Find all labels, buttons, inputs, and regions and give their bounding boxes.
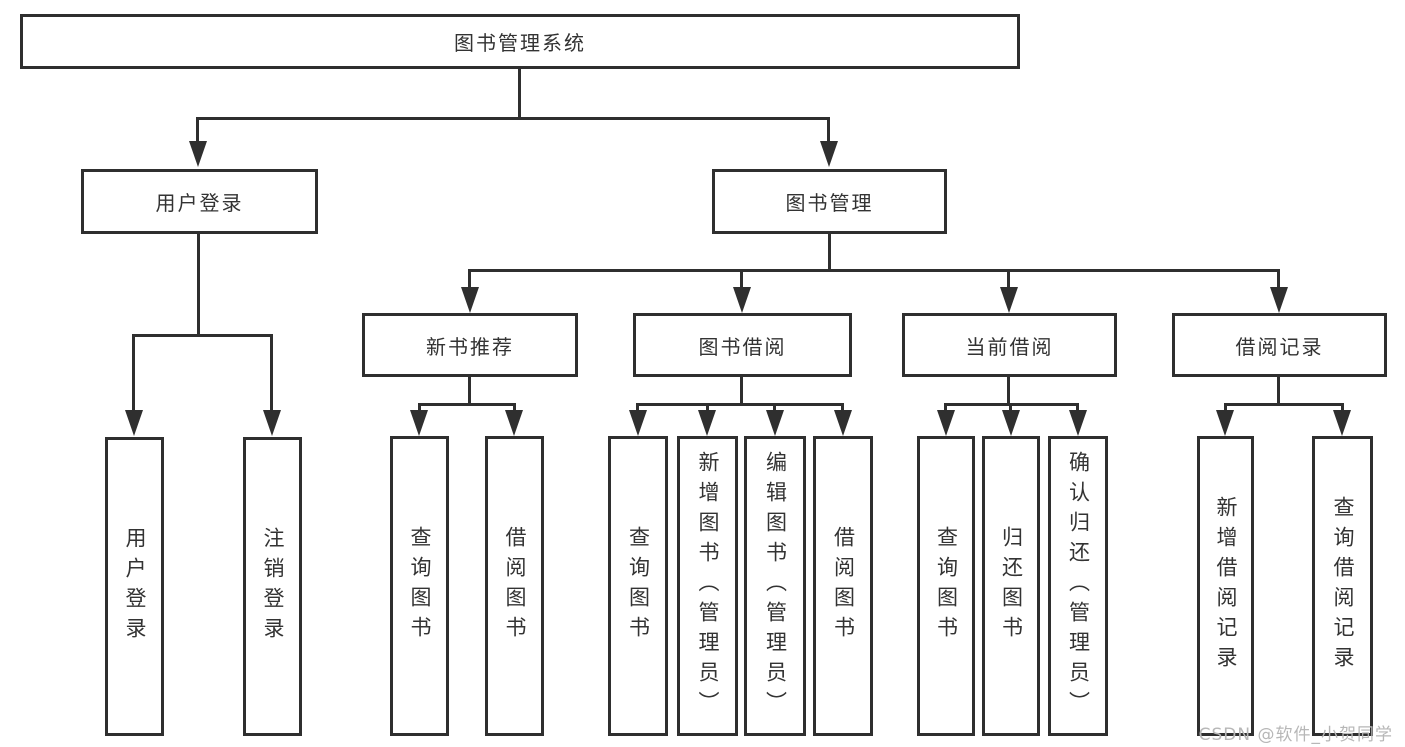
leaf-logout-label: 注销登录 bbox=[261, 526, 285, 647]
leaf-borrow-books-label: 借阅图书 bbox=[831, 526, 856, 646]
leaf-add-borrow-record-label: 新增借阅记录 bbox=[1214, 496, 1238, 676]
connector-line bbox=[706, 403, 709, 412]
node-book-borrow-label: 图书借阅 bbox=[698, 334, 787, 359]
leaf-return-books: 归还图书 bbox=[982, 436, 1040, 736]
node-user-login-label: 用户登录 bbox=[155, 191, 244, 215]
node-root: 图书管理系统 bbox=[20, 14, 1020, 69]
connector-line bbox=[468, 377, 471, 406]
leaf-edit-books-admin-label: 编辑图书（管理员） bbox=[763, 451, 788, 721]
connector-line bbox=[740, 269, 743, 289]
connector-line bbox=[468, 269, 1280, 272]
node-root-label: 图书管理系统 bbox=[454, 31, 586, 55]
leaf-query-borrow-record-label: 查询借阅记录 bbox=[1331, 496, 1355, 676]
arrow-down-icon bbox=[125, 410, 143, 436]
leaf-query-books-label: 查询图书 bbox=[408, 526, 432, 646]
leaf-add-books-admin: 新增图书（管理员） bbox=[677, 436, 738, 736]
connector-line bbox=[418, 403, 516, 406]
connector-line bbox=[636, 403, 639, 412]
node-current-borrow: 当前借阅 bbox=[902, 313, 1117, 377]
arrow-down-icon bbox=[1216, 410, 1234, 436]
leaf-user-login: 用户登录 bbox=[105, 437, 164, 736]
node-current-borrow-label: 当前借阅 bbox=[965, 334, 1054, 359]
connector-line bbox=[841, 403, 844, 412]
leaf-borrow-books: 借阅图书 bbox=[813, 436, 873, 736]
connector-line bbox=[196, 117, 830, 120]
connector-line bbox=[636, 403, 844, 406]
node-book-management-label: 图书管理 bbox=[785, 191, 874, 215]
connector-line bbox=[1277, 269, 1280, 289]
leaf-query-books: 查询图书 bbox=[917, 436, 975, 736]
leaf-query-borrow-record: 查询借阅记录 bbox=[1312, 436, 1373, 736]
connector-line bbox=[1076, 403, 1079, 412]
arrow-down-icon bbox=[1333, 410, 1351, 436]
connector-line bbox=[1277, 377, 1280, 406]
leaf-confirm-return-admin: 确认归还（管理员） bbox=[1048, 436, 1108, 736]
connector-line bbox=[132, 334, 273, 337]
arrow-down-icon bbox=[1069, 410, 1087, 436]
node-borrow-records: 借阅记录 bbox=[1172, 313, 1387, 377]
leaf-confirm-return-admin-label: 确认归还（管理员） bbox=[1066, 451, 1091, 721]
node-book-management: 图书管理 bbox=[712, 169, 947, 234]
leaf-return-books-label: 归还图书 bbox=[999, 526, 1024, 646]
connector-line bbox=[1224, 403, 1344, 406]
arrow-down-icon bbox=[461, 287, 479, 313]
connector-line bbox=[197, 234, 200, 337]
node-book-borrow: 图书借阅 bbox=[633, 313, 852, 377]
node-new-book-recommend: 新书推荐 bbox=[362, 313, 578, 377]
arrow-down-icon bbox=[1002, 410, 1020, 436]
arrow-down-icon bbox=[505, 410, 523, 436]
connector-line bbox=[1009, 403, 1012, 412]
leaf-query-books-label: 查询图书 bbox=[626, 526, 651, 646]
connector-line bbox=[1224, 403, 1227, 412]
arrow-down-icon bbox=[698, 410, 716, 436]
leaf-query-books: 查询图书 bbox=[608, 436, 668, 736]
leaf-logout: 注销登录 bbox=[243, 437, 302, 736]
connector-line bbox=[196, 117, 199, 143]
arrow-down-icon bbox=[1000, 287, 1018, 313]
arrow-down-icon bbox=[263, 410, 281, 436]
leaf-query-books-label: 查询图书 bbox=[934, 526, 959, 646]
connector-line bbox=[944, 403, 947, 412]
leaf-edit-books-admin: 编辑图书（管理员） bbox=[744, 436, 806, 736]
arrow-down-icon bbox=[937, 410, 955, 436]
connector-line bbox=[468, 269, 471, 289]
node-user-login: 用户登录 bbox=[81, 169, 318, 234]
leaf-borrow-books-label: 借阅图书 bbox=[503, 526, 527, 646]
connector-line bbox=[418, 403, 421, 412]
leaf-add-books-admin-label: 新增图书（管理员） bbox=[696, 451, 720, 721]
connector-line bbox=[513, 403, 516, 412]
connector-line bbox=[518, 69, 521, 118]
arrow-down-icon bbox=[834, 410, 852, 436]
leaf-query-books: 查询图书 bbox=[390, 436, 449, 736]
arrow-down-icon bbox=[733, 287, 751, 313]
arrow-down-icon bbox=[629, 410, 647, 436]
connector-line bbox=[828, 234, 831, 272]
node-borrow-records-label: 借阅记录 bbox=[1235, 334, 1324, 359]
arrow-down-icon bbox=[820, 141, 838, 167]
connector-line bbox=[1341, 403, 1344, 412]
connector-line bbox=[1007, 377, 1010, 406]
leaf-user-login-label: 用户登录 bbox=[123, 526, 147, 647]
arrow-down-icon bbox=[189, 141, 207, 167]
leaf-borrow-books: 借阅图书 bbox=[485, 436, 544, 736]
connector-line bbox=[270, 334, 273, 412]
connector-line bbox=[132, 334, 135, 412]
node-new-book-recommend-label: 新书推荐 bbox=[426, 334, 514, 359]
arrow-down-icon bbox=[766, 410, 784, 436]
connector-line bbox=[740, 377, 743, 406]
connector-line bbox=[827, 117, 830, 143]
leaf-add-borrow-record: 新增借阅记录 bbox=[1197, 436, 1254, 736]
arrow-down-icon bbox=[1270, 287, 1288, 313]
connector-line bbox=[773, 403, 776, 412]
connector-line bbox=[1007, 269, 1010, 289]
arrow-down-icon bbox=[410, 410, 428, 436]
watermark: CSDN @软件_小贺同学 bbox=[1198, 725, 1393, 745]
